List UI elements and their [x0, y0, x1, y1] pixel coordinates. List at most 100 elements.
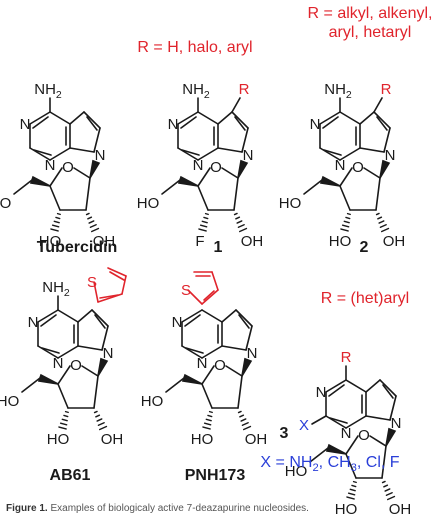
hash-stroke	[61, 418, 68, 422]
thiophene-bond	[201, 289, 219, 305]
double-bond-inner	[86, 116, 98, 131]
bond	[101, 325, 109, 351]
hash-bond	[375, 212, 390, 233]
hash-stroke	[55, 216, 61, 220]
hash-stroke	[236, 220, 243, 224]
bond	[245, 325, 253, 351]
bond	[197, 111, 219, 125]
double-bond-inner	[328, 384, 345, 397]
bond	[49, 111, 71, 125]
n3-label: N	[316, 384, 327, 401]
bond	[383, 127, 391, 153]
hash-stroke	[96, 418, 103, 422]
hash-bond	[237, 410, 252, 431]
double-bond-inner	[234, 116, 246, 131]
x-definition: X = NH2, CH3, Cl, F	[260, 454, 399, 474]
hash-stroke	[202, 426, 211, 430]
bond	[345, 379, 367, 393]
bond	[363, 167, 381, 179]
caption-label: Figure 1.	[6, 503, 48, 514]
hash-stroke	[64, 410, 69, 414]
hash-stroke	[201, 220, 208, 224]
bond	[345, 415, 367, 429]
amino-label: NH2	[182, 81, 210, 101]
double-bond-inner	[94, 314, 106, 329]
bond	[37, 309, 59, 323]
ring-oxygen-label: O	[62, 159, 74, 176]
ho-5-label: HO	[285, 463, 308, 480]
n3-label: N	[168, 116, 179, 133]
hash-stroke	[88, 220, 95, 224]
hash-stroke	[345, 216, 351, 220]
bond	[237, 375, 243, 409]
hash-bond	[50, 212, 61, 232]
bond	[221, 345, 247, 351]
hash-stroke	[385, 492, 393, 496]
bond	[161, 179, 181, 195]
double-bond-inner	[181, 149, 200, 156]
r-definition-2-line2: aryl, hetaryl	[329, 24, 412, 41]
hash-stroke	[95, 414, 101, 418]
oh-2-label: OH	[101, 431, 124, 448]
n1-label: N	[197, 355, 208, 372]
n7-label: N	[95, 147, 106, 164]
double-bond-inner	[376, 116, 388, 131]
hash-stroke	[235, 216, 241, 220]
wedge-bond	[379, 159, 391, 179]
hash-stroke	[377, 216, 383, 220]
hash-stroke	[378, 220, 385, 224]
n1-label: N	[193, 157, 204, 174]
double-bond-inner	[329, 417, 348, 424]
thiophene-double	[203, 290, 215, 301]
figure-caption: Figure 1. Examples of biologicaly active…	[6, 503, 436, 514]
bond	[197, 167, 211, 187]
hash-stroke	[346, 212, 351, 216]
bond	[379, 379, 397, 397]
hash-stroke	[85, 212, 90, 216]
bond	[29, 111, 51, 125]
hash-stroke	[51, 224, 60, 228]
compound-tubercidin: Tubercidin	[37, 239, 118, 256]
hash-stroke	[56, 212, 61, 216]
bond	[231, 111, 249, 129]
n7-label: N	[103, 345, 114, 362]
bond	[49, 185, 61, 211]
bond	[165, 377, 185, 393]
bond	[221, 309, 237, 323]
fluoro-label: F	[195, 233, 204, 250]
r-definition-3: R = (het)aryl	[321, 290, 409, 307]
double-bond-inner	[32, 116, 49, 129]
bond	[339, 111, 361, 125]
ring-oxygen-label: O	[210, 159, 222, 176]
hash-stroke	[239, 414, 245, 418]
compound-3: 3	[280, 425, 289, 442]
n7-label: N	[247, 345, 258, 362]
hash-stroke	[384, 488, 391, 492]
hash-stroke	[203, 422, 212, 426]
hash-stroke	[237, 410, 242, 414]
bond	[375, 177, 381, 211]
hash-stroke	[89, 224, 97, 228]
hash-bond	[381, 480, 396, 501]
hash-stroke	[379, 224, 387, 228]
hash-stroke	[375, 212, 380, 216]
hash-stroke	[239, 227, 248, 233]
hash-stroke	[387, 495, 396, 501]
double-bond-inner	[382, 384, 394, 399]
oh-2-label: OH	[245, 431, 268, 448]
bond	[91, 309, 109, 327]
bond	[325, 379, 347, 393]
r-label: R	[341, 349, 352, 366]
ho-5-label: HO	[279, 195, 302, 212]
hash-stroke	[53, 220, 60, 224]
hash-stroke	[208, 410, 213, 414]
hash-stroke	[340, 228, 349, 232]
bond	[233, 177, 239, 211]
double-bond-inner	[185, 347, 204, 354]
oh-2-label: OH	[389, 501, 412, 518]
bond	[225, 365, 243, 377]
bond	[69, 147, 95, 153]
bond	[359, 111, 375, 125]
r-label: R	[381, 81, 392, 98]
